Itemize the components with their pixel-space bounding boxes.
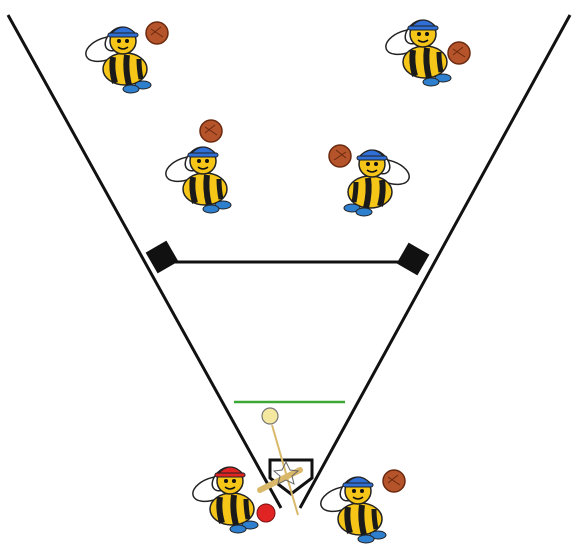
base-icon xyxy=(396,242,430,276)
left-foul-line xyxy=(6,14,283,509)
star-icon xyxy=(272,460,300,485)
bee-icon xyxy=(82,22,169,93)
right-foul-line xyxy=(298,14,572,509)
bee-icon xyxy=(317,469,406,543)
bee-icon xyxy=(162,119,231,213)
bat-icon xyxy=(257,467,303,493)
bat-icon xyxy=(271,424,299,516)
bee-icon xyxy=(382,16,471,86)
baseball-icon xyxy=(261,407,279,425)
base-icon xyxy=(145,240,179,274)
bee-icon xyxy=(328,145,413,216)
bee-icon xyxy=(189,463,276,533)
field-lines xyxy=(6,14,572,509)
